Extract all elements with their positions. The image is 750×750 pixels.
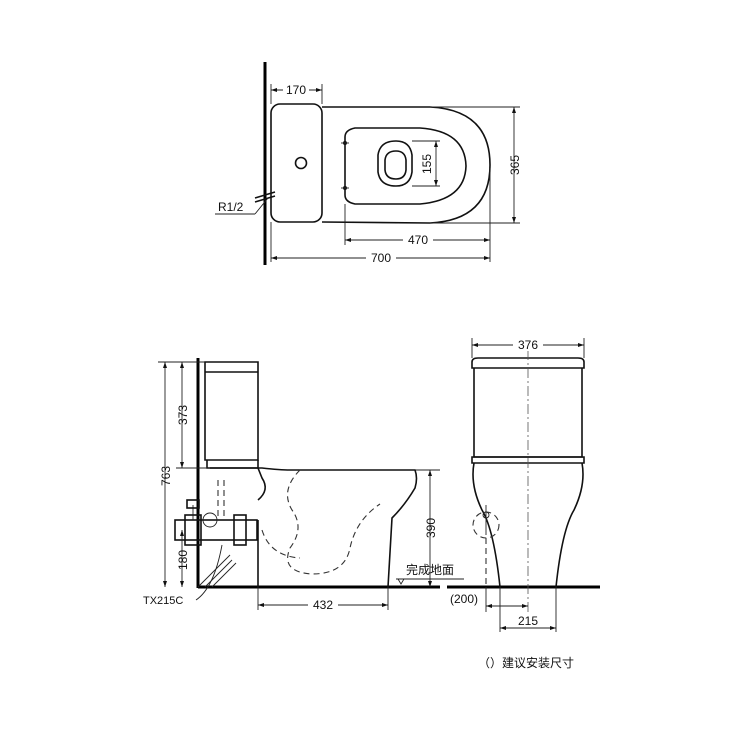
dim-763-label: 763 bbox=[159, 466, 173, 486]
top-view: 170 365 155 470 700 R1/2 bbox=[215, 62, 522, 265]
front-view: 376 (200) 215 bbox=[447, 338, 600, 632]
trapway-dashed bbox=[286, 469, 381, 575]
top-tank-outline bbox=[270, 103, 323, 223]
dim-155-label: 155 bbox=[420, 154, 434, 174]
dim-170-label: 170 bbox=[286, 83, 306, 97]
top-water-outline bbox=[377, 140, 413, 187]
top-bowl-outline bbox=[321, 106, 491, 224]
top-seat-outline bbox=[344, 127, 467, 205]
dim-200-label: (200) bbox=[450, 592, 478, 606]
side-tank-outline bbox=[204, 361, 259, 461]
front-tank-outline bbox=[471, 357, 585, 369]
floor-label: 完成地面 bbox=[406, 562, 454, 577]
dim-180-label: 180 bbox=[176, 550, 190, 570]
install-note: （）建议安装尺寸 bbox=[478, 655, 574, 670]
valve-tx215c-label: TX215C bbox=[143, 595, 183, 607]
dim-215-label: 215 bbox=[518, 614, 538, 628]
dim-470-label: 470 bbox=[408, 233, 428, 247]
side-view: 763 373 180 390 完成地面 432 TX215C bbox=[143, 358, 464, 612]
valve-assembly bbox=[174, 480, 258, 546]
dim-376-label: 376 bbox=[518, 338, 538, 352]
dim-432-label: 432 bbox=[313, 598, 333, 612]
dim-373-label: 373 bbox=[176, 405, 190, 425]
supply-r12-label: R1/2 bbox=[218, 200, 244, 214]
flush-button-icon bbox=[294, 156, 308, 170]
dim-390-label: 390 bbox=[424, 518, 438, 538]
dim-365-label: 365 bbox=[508, 155, 522, 175]
dim-700-label: 700 bbox=[371, 251, 391, 265]
front-bowl-outline bbox=[472, 462, 501, 588]
side-bowl-outline bbox=[210, 467, 418, 588]
top-drain-outline bbox=[384, 150, 407, 180]
